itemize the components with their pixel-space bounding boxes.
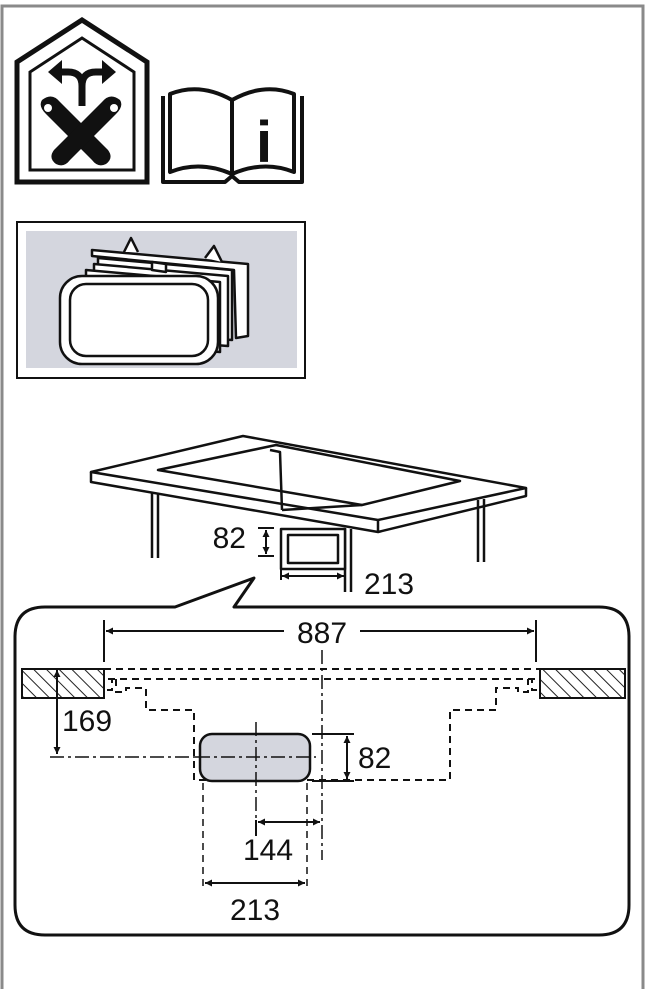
opening-height-dimension	[258, 527, 274, 557]
center-offset-label: 144	[243, 834, 293, 867]
center-offset-dimension	[255, 818, 320, 836]
depth-offset-label: 169	[62, 705, 112, 738]
worktop-section-right	[539, 668, 626, 699]
duct-adapter-icon	[58, 236, 250, 366]
duct-height-label: 82	[358, 742, 391, 775]
duct-section	[196, 722, 316, 820]
svg-text:i: i	[256, 110, 272, 175]
duct-height-dimension	[312, 733, 354, 782]
duct-width-dimension	[202, 783, 308, 890]
house-no-diy-icon	[14, 17, 150, 185]
opening-width-label: 213	[364, 568, 414, 601]
page-frame	[0, 4, 645, 989]
worktop-width-label: 887	[297, 617, 347, 650]
opening-height-label: 82	[213, 522, 246, 555]
worktop-section-left	[21, 668, 105, 699]
depth-offset-dimension	[50, 670, 200, 758]
worktop-drawing	[89, 434, 528, 592]
worktop-width-dimension	[103, 620, 537, 662]
duct-width-label: 213	[230, 894, 280, 927]
opening-width-dimension	[280, 570, 344, 580]
read-manual-icon: i	[161, 87, 304, 184]
